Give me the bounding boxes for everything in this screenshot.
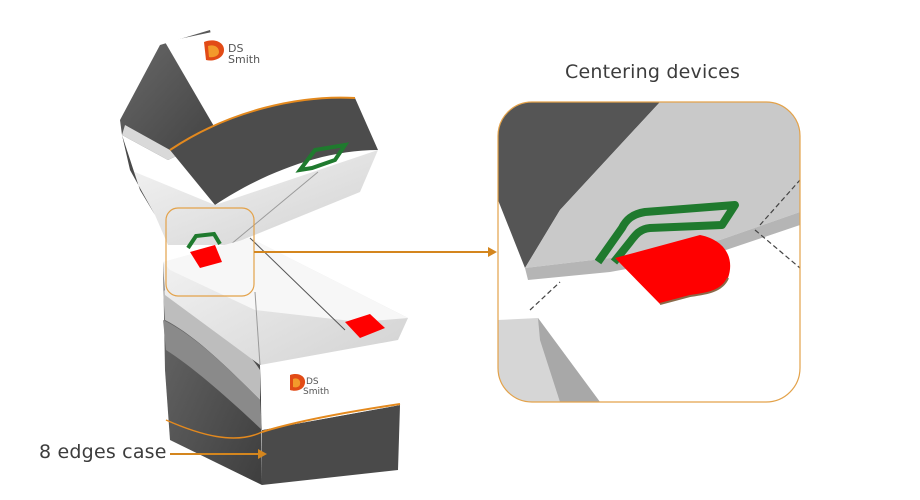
logo-text-smith-lid: Smith	[228, 53, 260, 66]
ds-smith-logo-lid: DS Smith	[204, 40, 260, 66]
edges-pointer-arrow	[170, 449, 267, 459]
logo-text-ds-lid: DS	[228, 42, 243, 55]
centering-devices-label: Centering devices	[565, 61, 741, 83]
case-base: DS Smith	[163, 237, 408, 485]
centering-tab-right	[345, 314, 385, 338]
case-lid: DS Smith	[120, 18, 378, 250]
ds-smith-logo-base: DS Smith	[290, 373, 329, 397]
logo-text-ds-base: DS	[306, 377, 319, 387]
zoom-detail-panel	[498, 102, 800, 402]
centering-tab-detail	[615, 235, 731, 304]
edges-case-label: 8 edges case	[39, 441, 167, 463]
connector-arrow	[254, 247, 497, 257]
zoom-detail-frame	[497, 101, 801, 403]
centering-tab-left	[190, 245, 222, 268]
logo-text-smith-base: Smith	[303, 387, 329, 397]
